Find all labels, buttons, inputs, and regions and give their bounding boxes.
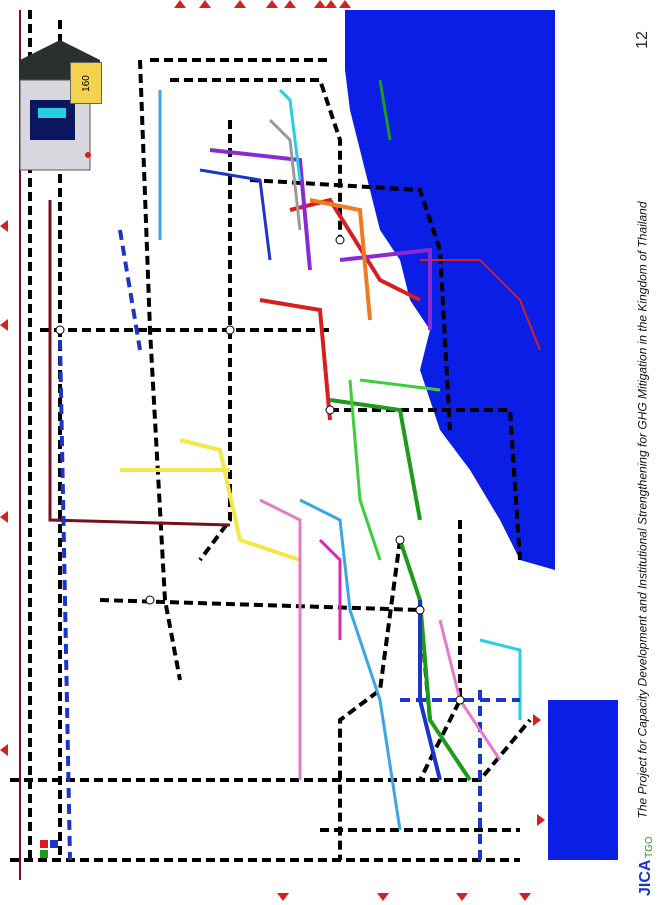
footer: The Project for Capacity Development and… xyxy=(622,120,662,900)
page-title: Railway system in Tokyo area xyxy=(570,106,602,474)
footer-text: The Project for Capacity Development and… xyxy=(635,202,649,819)
jica-logo: JICA xyxy=(637,859,654,896)
tokyo-bay xyxy=(345,10,555,570)
logo-area: JICA TGO xyxy=(626,800,662,900)
sea-south xyxy=(548,700,618,860)
title-banner: Railway system in Tokyo area xyxy=(555,10,617,570)
station-marker-icon xyxy=(56,236,464,704)
speed-sign: 160 xyxy=(70,62,102,104)
tgo-logo: TGO xyxy=(644,836,655,858)
page-number: 12 xyxy=(628,20,658,60)
legend-patch xyxy=(40,840,58,858)
train-icon xyxy=(20,40,100,170)
